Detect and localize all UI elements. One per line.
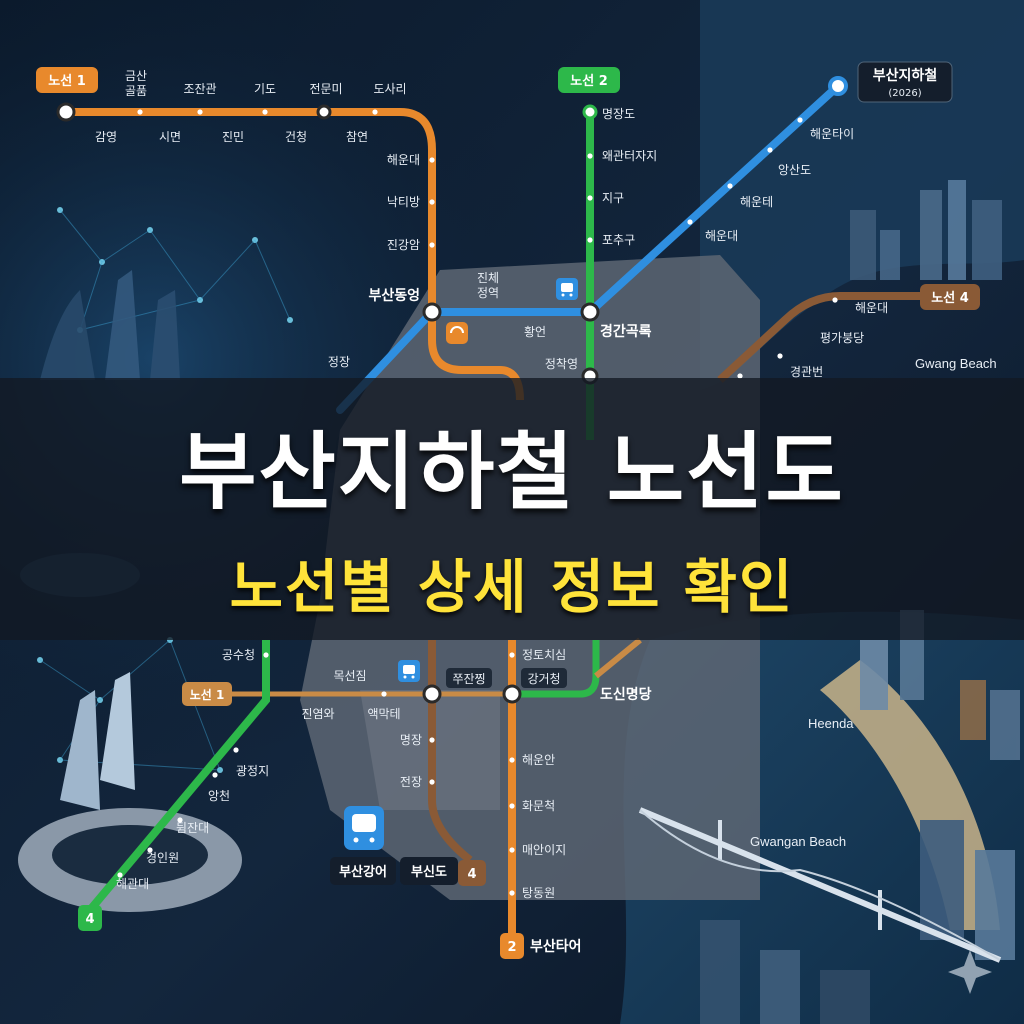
station-gamyeong: 감영 [95,130,117,144]
line2-track-link [512,640,600,698]
station-busan-taeo: 부산타어 [530,938,582,955]
station-box-busan-gangeo[interactable]: 부산강어 [330,857,396,885]
station-haeundae-l1: 해운대 [387,153,420,167]
station-naktibang: 낙티방 [387,195,420,209]
station-simyeon: 시면 [159,130,181,144]
badge-line4-bottom-number[interactable]: 4 [458,860,486,886]
station-mokseonjim: 목선짐 [333,669,366,683]
station-pochugu: 포추구 [602,233,635,247]
station-angsando: 앙산도 [778,163,811,177]
line4-track-right [717,292,930,383]
station-gyeonggan: 경간곡록 [600,323,652,340]
svg-text:노선 4: 노선 4 [931,290,969,306]
line-green-southwest [86,640,270,913]
station-haeundae-l4: 해운대 [855,301,888,315]
station-maeanije: 매안이지 [522,843,566,857]
station-dwinggandae: 뒴잔대 [176,821,209,835]
station-dosari: 도사리 [373,82,406,96]
station-jjujanjjing: 쭈잔찡 [452,672,485,686]
badge-line4-end-number[interactable]: 4 [78,905,102,931]
svg-text:부산강어: 부산강어 [339,864,387,880]
station-pyeonggabungdang: 평가붕당 [820,331,864,345]
badge-line1-top[interactable]: 노선 1 [36,67,98,93]
svg-text:노선 1: 노선 1 [190,687,225,702]
station-haeundae-l3: 해운대 [705,229,738,243]
svg-text:노선 2: 노선 2 [570,73,608,89]
station-jinche-2: 정역 [477,286,499,300]
label-gwangan-beach: Gwangan Beach [750,834,846,849]
station-aekmakte: 액막테 [367,707,400,721]
train-icon[interactable] [398,660,420,682]
station-jeongjang: 정장 [328,355,350,369]
station-gwangjeongji: 광정지 [236,764,269,778]
station-haeunan: 해운안 [522,753,555,767]
page-title: 부산지하철 노선도 [179,423,845,521]
station-gido: 기도 [254,82,276,96]
station-busan-dongeong: 부산동엉 [368,287,420,304]
station-waegwan: 왜관터자지 [602,149,657,163]
station-haeuntai: 해운타이 [810,127,854,141]
station-myeongjangdo: 명장도 [602,107,635,121]
interchange-stations [56,76,848,704]
station-hwamuncheok: 화문척 [522,799,555,813]
svg-text:노선 1: 노선 1 [48,73,86,89]
station-gyeonggwanbeon: 경관번 [790,365,823,379]
svg-text:부산지하철: 부산지하철 [873,67,937,84]
terminal-badge[interactable]: 부산지하철 (2026) [857,61,953,103]
station-jeongtochisim: 정토치심 [522,648,566,662]
transfer-icon[interactable] [446,322,468,344]
label-box-juksa [446,668,492,688]
station-gyeongchak: 정착영 [545,357,578,371]
station-box-busan-sindo[interactable]: 부신도 [400,857,458,885]
title-banner [0,378,1024,640]
svg-text:4: 4 [85,912,94,927]
svg-text:부신도: 부신도 [411,865,447,880]
station-geumsan-1: 금산 [125,69,147,83]
bridge [638,807,1002,963]
station-jinche-1: 진체 [477,271,499,285]
svg-text:(2026): (2026) [888,88,921,99]
right-skyline [700,180,1020,1024]
station-jinmin: 진민 [222,130,244,144]
station-jingangam: 진강암 [387,238,420,252]
station-geumsan-2: 골품 [125,84,147,98]
station-jinyeomwa: 진염와 [301,707,334,721]
stadium [18,672,242,912]
train-icon[interactable] [344,806,384,850]
badge-line2-top[interactable]: 노선 2 [558,67,620,93]
station-jeonjang: 전장 [400,775,422,789]
badge-line4-right[interactable]: 노선 4 [920,284,980,310]
station-jeonmunmi: 전문미 [309,82,342,96]
station-hwangon: 황언 [524,325,546,339]
train-icon[interactable] [556,278,578,300]
line1-track-top [66,108,524,401]
station-haeunte: 해운테 [740,195,773,209]
sparkle-icon [948,950,992,994]
line3-track [336,82,842,414]
station-jigu: 지구 [602,191,624,205]
station-myeongjang: 명장 [400,733,422,747]
label-gwang-beach: Gwang Beach [915,356,997,371]
station-gongsucheong: 공수청 [222,648,255,662]
station-geoncheong: 건청 [285,130,307,144]
station-gyeonginwon: 경인원 [146,851,179,865]
station-haegwandae: 해관대 [116,877,149,891]
badge-line1-bottom[interactable]: 노선 1 [182,682,232,706]
station-tangdongwon: 탕동원 [522,886,555,900]
page-subtitle: 노선별 상세 정보 확인 [229,553,795,621]
svg-text:2: 2 [507,940,516,955]
label-box-gangga [521,668,567,688]
station-angcheon: 앙천 [208,788,230,803]
label-heenda: Heenda [808,716,854,731]
badge-line2-end-number[interactable]: 2 [500,933,524,959]
station-ganggeocheong: 강거청 [527,672,560,686]
line1-track-east [594,637,642,679]
svg-text:4: 4 [467,867,476,882]
line4-track-bottom [428,640,473,864]
station-chamyeon: 참연 [346,130,368,144]
station-dosinmyeongdang: 도신명당 [600,686,652,703]
station-jojangwan: 조잔관 [183,82,216,96]
station-dots [117,109,838,896]
